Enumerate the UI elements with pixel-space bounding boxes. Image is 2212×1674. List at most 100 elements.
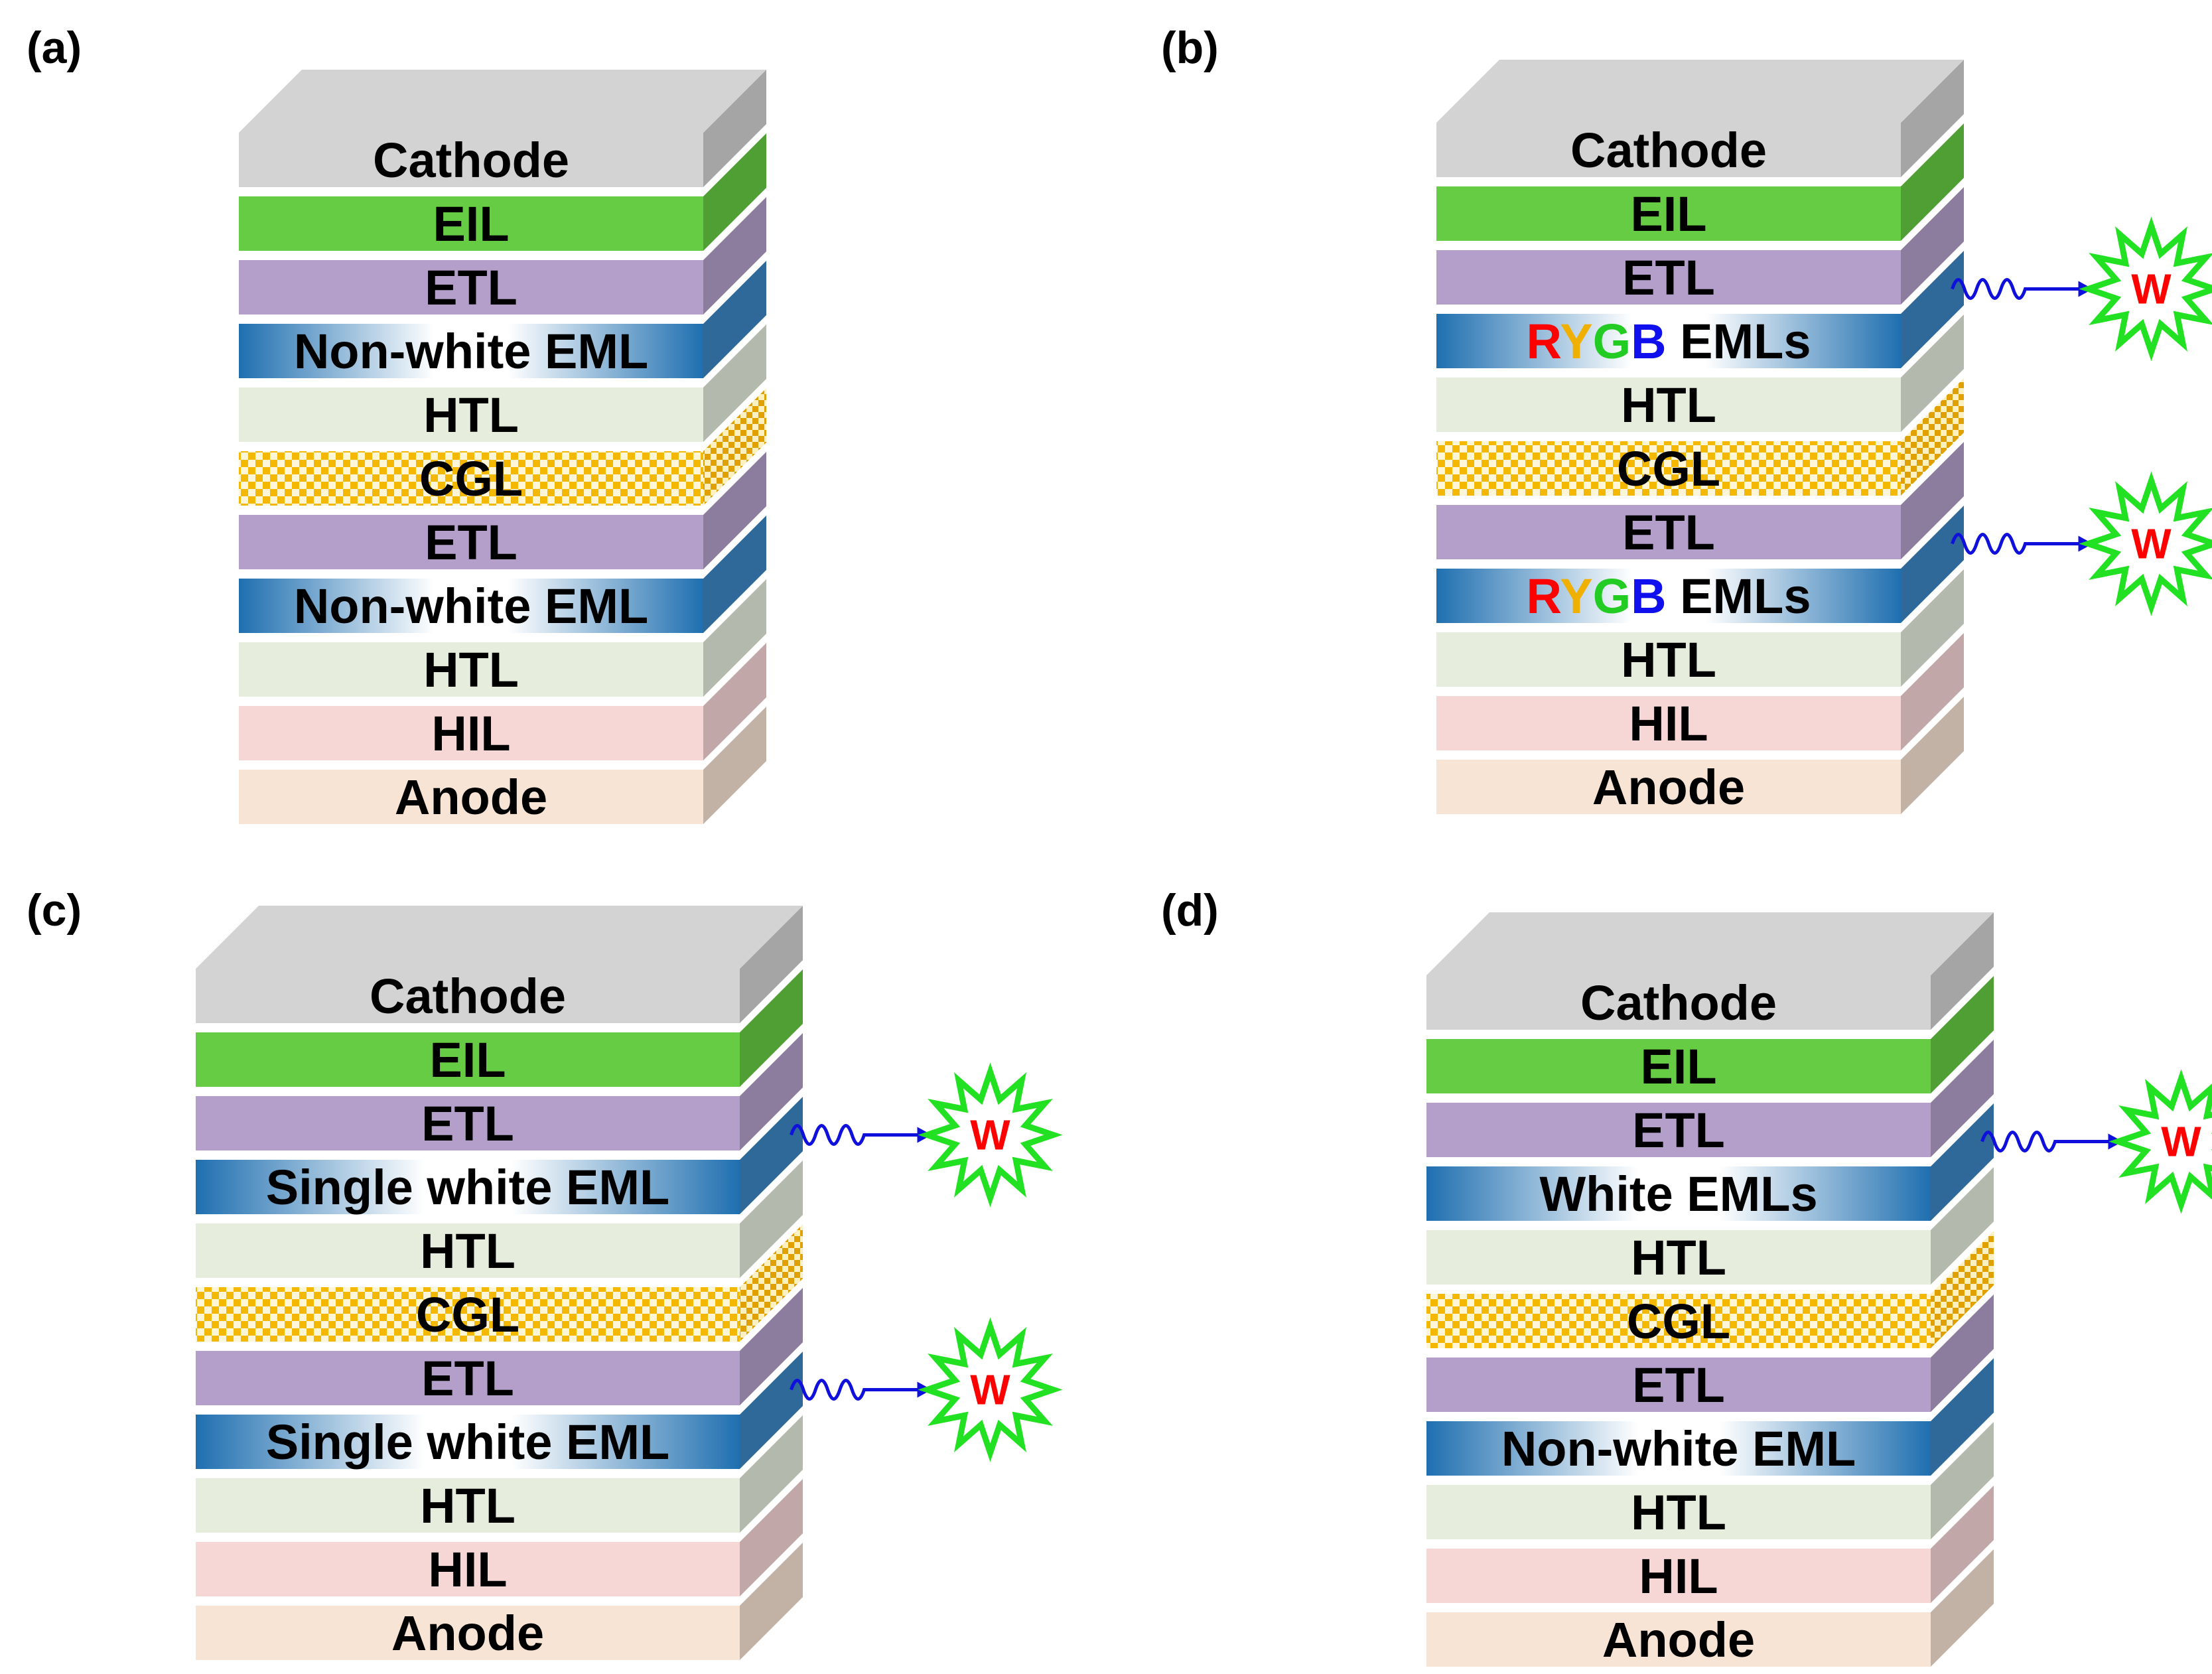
layer-cgl: CGL (1436, 378, 1964, 496)
layer-side-face (740, 1160, 803, 1278)
layer-side-face (703, 388, 766, 506)
layer-front-face (1436, 123, 1901, 177)
layer-label: HTL (1631, 1485, 1726, 1540)
emission-label: W (970, 1111, 1010, 1159)
layer-cgl: CGL (239, 388, 766, 506)
layer-etl: ETL (1426, 1040, 1994, 1158)
layer-front-face (1426, 1103, 1931, 1157)
layer-htl: HTL (1436, 314, 1964, 433)
layer-label: ETL (425, 260, 518, 315)
emission-wave (790, 1379, 918, 1401)
emission-burst (918, 1317, 1063, 1462)
rygb-letter: G (1593, 569, 1631, 624)
layer-front-face (1426, 1294, 1931, 1348)
layer-label: HIL (1629, 696, 1708, 751)
layer-eml: Single white EML (196, 1097, 803, 1215)
white-emission: W (790, 1062, 1063, 1208)
layer-front-face (1436, 186, 1901, 241)
rygb-letter: B (1631, 314, 1666, 369)
layer-label: ETL (421, 1096, 514, 1151)
layer-front-face (239, 133, 703, 187)
layer-front-face (1436, 760, 1901, 814)
layer-side-face (703, 197, 766, 314)
layer-eml: Single white EML (196, 1352, 803, 1470)
rygb-letter: Y (1560, 314, 1592, 369)
layer-front-face (1436, 505, 1901, 559)
layer-eil: EIL (196, 969, 803, 1087)
layer-label: ETL (421, 1351, 514, 1406)
layer-label: ETL (1622, 250, 1715, 305)
emission-label: W (2161, 1118, 2201, 1166)
layer-side-face (703, 516, 766, 633)
layer-etl: ETL (239, 197, 766, 315)
layer-front-face (239, 451, 703, 506)
layer-side-face (703, 579, 766, 697)
layer-front-face (196, 1223, 740, 1278)
layer-htl: HTL (196, 1160, 803, 1279)
emission-label: W (2131, 520, 2172, 568)
layer-side-face (1931, 1231, 1994, 1348)
layer-label: HTL (1621, 378, 1716, 433)
layer-side-face (740, 906, 803, 1023)
layer-hil: HIL (239, 643, 766, 761)
layer-htl: HTL (1436, 569, 1964, 687)
layer-label: HTL (420, 1223, 516, 1279)
layer-side-face (1901, 697, 1964, 814)
layer-side-face (703, 452, 766, 569)
layer-front-face (196, 969, 740, 1023)
layer-side-face (1931, 1486, 1994, 1603)
layer-label: Anode (1592, 760, 1745, 815)
emission-wave (1980, 1131, 2108, 1152)
layer-side-face (1931, 1358, 1994, 1476)
layer-cathode: Cathode (239, 70, 766, 188)
layer-side-face (1901, 378, 1964, 496)
white-emission: W (1980, 1069, 2212, 1214)
emission-wave (790, 1124, 918, 1146)
panel-label: (c) (27, 885, 82, 936)
layer-side-face (1901, 506, 1964, 623)
layer-side-face (740, 1224, 803, 1342)
layer-eil: EIL (239, 133, 766, 251)
layer-cgl: CGL (1426, 1231, 1994, 1349)
layer-front-face (1436, 696, 1901, 750)
layer-label: ETL (1632, 1103, 1725, 1158)
layer-side-face (740, 1288, 803, 1405)
layer-label: HTL (423, 642, 519, 697)
panel-label: (a) (27, 23, 82, 73)
layer-side-face (1901, 569, 1964, 687)
layer-side-face (1931, 1549, 1994, 1667)
layer-hil: HIL (1426, 1486, 1994, 1604)
layer-label: CGL (1617, 441, 1720, 496)
layer-anode: Anode (196, 1543, 803, 1661)
layer-etl: ETL (196, 1033, 803, 1151)
layer-side-face (703, 643, 766, 760)
layer-label: Non-white EML (1501, 1421, 1856, 1476)
layer-front-face (1436, 250, 1901, 305)
layer-anode: Anode (1436, 697, 1964, 815)
emission-wave (1951, 278, 2079, 300)
layer-front-face (1436, 632, 1901, 687)
layer-side-face (740, 1352, 803, 1469)
layer-side-face (1901, 123, 1964, 241)
layer-etl: ETL (239, 452, 766, 570)
layer-label: Cathode (1570, 123, 1767, 178)
layer-label: CGL (416, 1287, 519, 1342)
layer-etl: ETL (1436, 442, 1964, 560)
layer-front-face (1436, 569, 1901, 623)
layer-top-face (1426, 912, 1994, 975)
layer-front-face (1426, 1485, 1931, 1539)
layer-side-face (740, 1415, 803, 1533)
layer-front-face (239, 706, 703, 760)
layer-label: HIL (431, 706, 510, 761)
layer-front-face (1436, 441, 1901, 496)
emission-burst (918, 1062, 1063, 1208)
layer-top-face (1436, 60, 1964, 123)
emission-burst (2108, 1069, 2212, 1214)
panel-label: (d) (1161, 885, 1219, 936)
layer-front-face (1426, 1166, 1931, 1221)
layer-htl: HTL (1426, 1422, 1994, 1540)
layer-label: HTL (1631, 1230, 1726, 1285)
